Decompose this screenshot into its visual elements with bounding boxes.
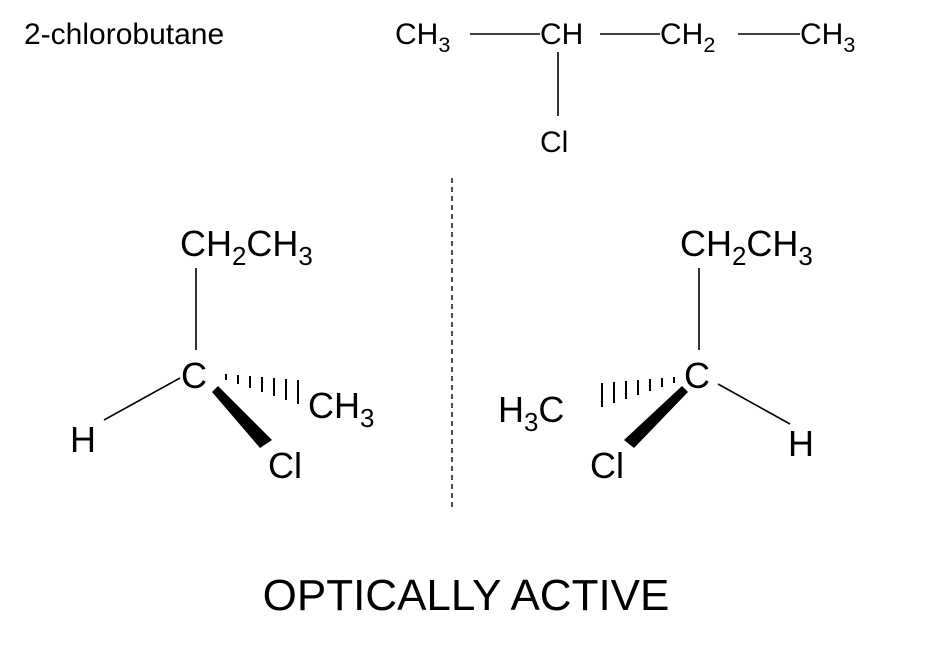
compound-name: 2-chlorobutane — [24, 18, 224, 51]
condensed-formula: CH3 CH CH2 CH3 Cl — [395, 18, 855, 159]
left-bond-h — [103, 377, 181, 421]
right-center-carbon: C — [684, 355, 710, 396]
right-wedge-bond — [624, 386, 688, 448]
left-wedged-group: Cl — [268, 445, 302, 486]
right-hashed-bond — [601, 377, 675, 407]
left-hydrogen: H — [70, 419, 96, 460]
right-hydrogen: H — [788, 423, 814, 464]
left-hashed-bond — [225, 374, 299, 404]
left-top-group: CH2CH3 — [180, 223, 313, 271]
caption: OPTICALLY ACTIVE — [263, 571, 670, 620]
left-hashed-group: CH3 — [308, 385, 374, 433]
condensed-c1: CH3 — [395, 18, 450, 57]
right-hashed-group: H3C — [498, 389, 564, 437]
right-wedged-group: Cl — [590, 445, 624, 486]
left-center-carbon: C — [181, 355, 207, 396]
right-top-group: CH2CH3 — [680, 223, 813, 271]
condensed-c4: CH3 — [800, 18, 855, 57]
condensed-substituent: Cl — [540, 126, 568, 159]
right-enantiomer: CH2CH3 C H H3C Cl — [498, 223, 814, 486]
condensed-c2: CH — [540, 18, 583, 51]
left-enantiomer: CH2CH3 C H CH3 Cl — [70, 223, 374, 486]
right-bond-h — [717, 383, 791, 425]
condensed-c3: CH2 — [660, 18, 715, 57]
left-wedge-bond — [212, 386, 272, 448]
